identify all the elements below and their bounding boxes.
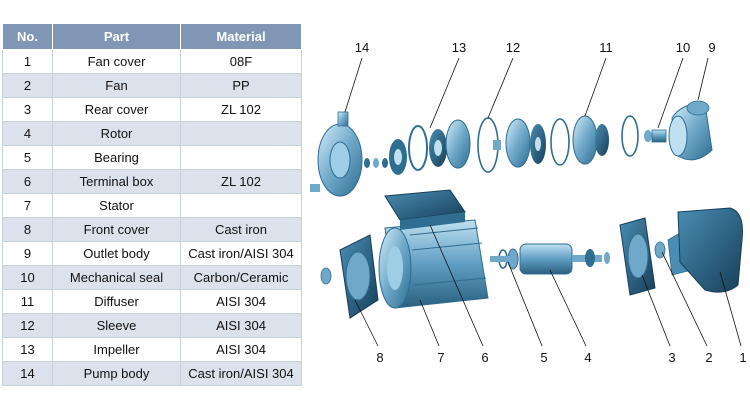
part-8-front-cover [320,234,379,319]
leader-lines [344,57,742,347]
cell-material [180,145,302,170]
cell-material: AISI 304 [180,337,302,362]
table-header-row: No. Part Material [2,23,302,50]
cell-no: 10 [2,265,53,290]
callout-9: 9 [708,40,715,55]
cell-part: Rotor [52,121,181,146]
cell-part: Bearing [52,145,181,170]
cell-no: 12 [2,313,53,338]
callout-13: 13 [452,40,466,55]
cell-material: AISI 304 [180,313,302,338]
cell-material [180,121,302,146]
part-1-fan-cover [677,207,743,293]
part-5-bearing [490,248,519,270]
cell-no: 4 [2,121,53,146]
cell-no: 13 [2,337,53,362]
cell-part: Front cover [52,217,181,242]
cell-part: Pump body [52,361,181,386]
cell-no: 1 [2,49,53,74]
small-fittings-upper [364,158,388,168]
callout-7: 7 [437,350,444,365]
part-12-sleeve [445,117,531,173]
callout-5: 5 [540,350,547,365]
callout-8: 8 [376,350,383,365]
cell-part: Fan [52,73,181,98]
part-4-rotor [519,243,610,275]
part-10-mechanical-seal [621,115,667,157]
header-material: Material [180,23,302,50]
cell-no: 14 [2,361,53,386]
header-no: No. [2,23,53,50]
callout-1: 1 [739,350,746,365]
cell-material: ZL 102 [180,169,302,194]
callout-14: 14 [355,40,369,55]
cell-material [180,193,302,218]
cell-part: Rear cover [52,97,181,122]
upper-assembly [310,100,713,197]
callout-6: 6 [481,350,488,365]
cell-no: 2 [2,73,53,98]
cell-part: Mechanical seal [52,265,181,290]
callouts: 14 13 12 11 10 9 8 7 6 5 4 3 2 1 [355,40,747,365]
lower-assembly [320,189,743,319]
part-13-impeller [389,125,447,175]
cell-material: 08F [180,49,302,74]
cell-part: Impeller [52,337,181,362]
callout-3: 3 [668,350,675,365]
callout-10: 10 [676,40,690,55]
cell-no: 8 [2,217,53,242]
cell-material: Cast iron/AISI 304 [180,241,302,266]
cell-no: 6 [2,169,53,194]
cell-no: 7 [2,193,53,218]
part-6-terminal-box [384,189,466,230]
callout-4: 4 [584,350,591,365]
cell-part: Terminal box [52,169,181,194]
part-11-diffuser [530,115,609,166]
part-3-rear-cover [619,217,656,296]
cell-part: Sleeve [52,313,181,338]
header-part: Part [52,23,181,50]
exploded-pump-diagram: 14 13 12 11 10 9 8 7 6 5 4 3 2 1 [310,40,747,365]
callout-11: 11 [599,40,613,55]
part-9-outlet-body [668,100,713,161]
cell-no: 9 [2,241,53,266]
cell-material: AISI 304 [180,289,302,314]
callout-12: 12 [506,40,520,55]
callout-2: 2 [705,350,712,365]
cell-part: Outlet body [52,241,181,266]
cell-no: 5 [2,145,53,170]
cell-material: Carbon/Ceramic [180,265,302,290]
cell-material: PP [180,73,302,98]
cell-material: Cast iron [180,217,302,242]
cell-material: Cast iron/AISI 304 [180,361,302,386]
cell-part: Stator [52,193,181,218]
cell-no: 11 [2,289,53,314]
cell-material: ZL 102 [180,97,302,122]
cell-part: Fan cover [52,49,181,74]
part-14-pump-body [310,111,363,197]
cell-no: 3 [2,97,53,122]
cell-part: Diffuser [52,289,181,314]
